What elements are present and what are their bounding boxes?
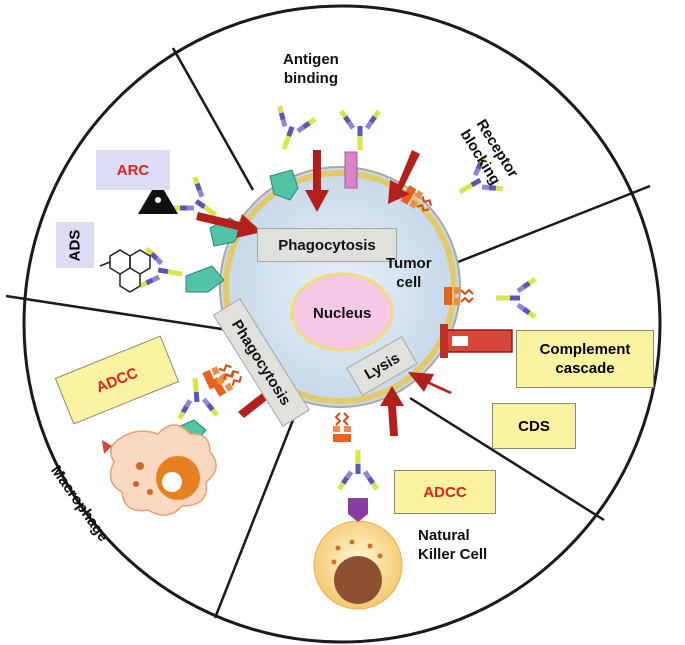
phagocytosis-top-box: Phagocytosis <box>257 228 397 262</box>
tumor-cell-label: Tumor cell <box>386 255 432 291</box>
nucleus <box>290 272 394 352</box>
arc-label: ARC <box>116 161 150 179</box>
cds-box: CDS <box>492 403 576 449</box>
nucleus-label: Nucleus <box>313 305 372 322</box>
cds-label: CDS <box>518 417 550 435</box>
adcc-left-label: ADCC <box>93 364 141 396</box>
drug-molecule-icon <box>99 249 151 293</box>
ads-label: ADS <box>66 229 84 261</box>
divider-bottom <box>213 419 295 619</box>
complement-cascade-label: Complement cascade <box>539 341 631 377</box>
divider-left <box>5 294 229 332</box>
adcc-bottom-box: ADCC <box>394 470 496 514</box>
adcc-bottom-label: ADCC <box>423 483 467 501</box>
arc-box: ARC <box>96 150 170 190</box>
phagocytosis-top-label: Phagocytosis <box>278 236 376 254</box>
radiation-icon <box>138 180 178 214</box>
macrophage-cell-icon <box>102 424 217 516</box>
antigen-binding-label: Antigen binding <box>283 51 339 87</box>
complement-protein-icon <box>440 324 513 358</box>
natural-killer-cell-label: Natural Killer Cell <box>418 527 488 563</box>
nk-cell-icon <box>313 498 403 610</box>
complement-cascade-box: Complement cascade <box>516 330 654 388</box>
pink-receptor <box>344 151 358 189</box>
divider-bottom-right <box>409 396 605 522</box>
divider-top-left <box>171 47 255 191</box>
divider-right <box>457 184 651 264</box>
ads-box: ADS <box>56 222 94 268</box>
